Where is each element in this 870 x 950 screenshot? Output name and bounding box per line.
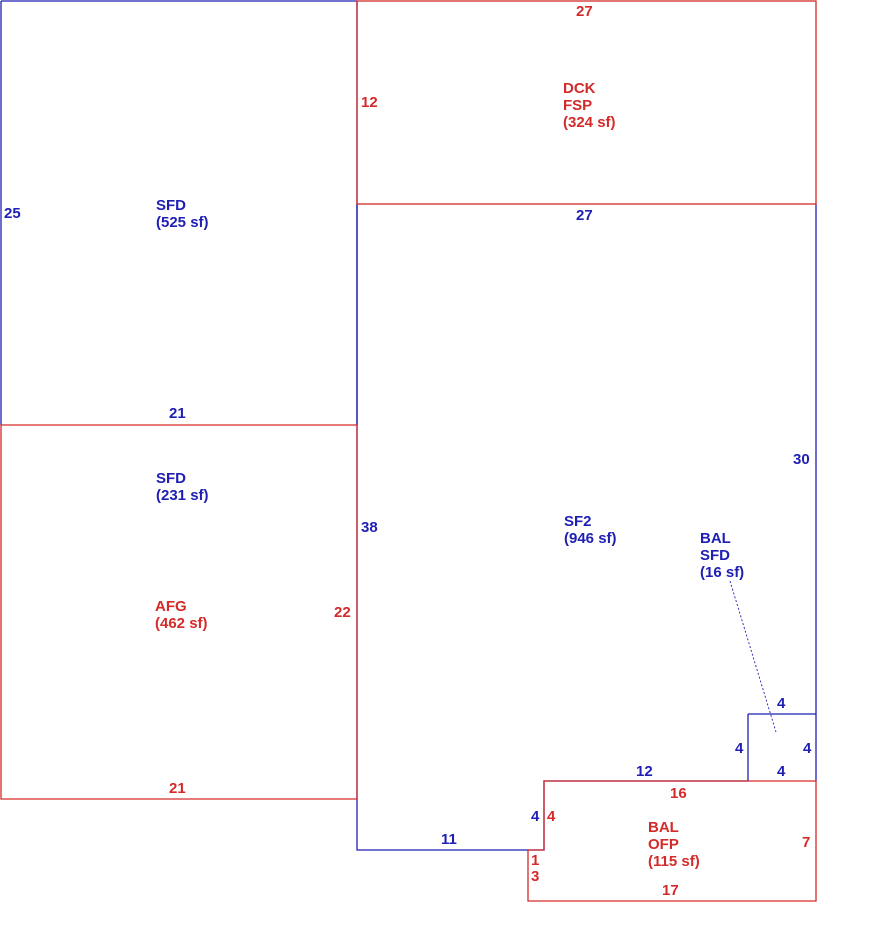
afg-outline [0,424,358,800]
dim-afg-bottom: 21 [169,780,186,797]
sf2-code: SF2 [564,513,592,530]
bal-ofp-code-1: BAL [648,819,679,836]
dim-ofp-notch-top: 1 [531,852,539,869]
dim-sf2-top: 27 [576,207,593,224]
dck-fsp-area: (324 sf) [563,114,616,131]
sfd-lower-code: SFD [156,470,186,487]
bal-ofp-area: (115 sf) [648,853,700,870]
sfd-upper-code: SFD [156,197,186,214]
dim-ofp-step: 4 [547,808,556,825]
afg-code: AFG [155,598,187,615]
bal-sfd-outline [747,714,817,781]
dck-fsp-code-2: FSP [563,97,592,114]
bal-sfd-code-2: SFD [700,547,730,564]
dim-ofp-top: 16 [670,785,687,802]
bal-ofp-outline [527,780,817,902]
dim-bal-top: 4 [777,695,786,712]
dim-sfd-bottom: 21 [169,405,186,422]
dim-ofp-notch-bottom: 3 [531,868,539,885]
dck-fsp-code-1: DCK [563,80,596,97]
dim-bal-bottom: 4 [777,763,786,780]
dim-sf2-left: 38 [361,519,378,536]
bal-sfd-area: (16 sf) [700,564,744,581]
sfd-lower-area: (231 sf) [156,487,209,504]
dim-dck-top: 27 [576,3,593,20]
sf2-area: (946 sf) [564,530,617,547]
afg-area: (462 sf) [155,615,208,632]
dim-ofp-bottom: 17 [662,882,679,899]
dim-sf2-right: 30 [793,451,810,468]
dim-sf2-bottom: 11 [441,831,457,848]
bal-sfd-leader-line [729,580,777,733]
dim-sf2-bottom-right: 12 [636,763,653,780]
dim-bal-left: 4 [735,740,744,757]
bal-sfd-code-1: BAL [700,530,731,547]
sfd-upper-area: (525 sf) [156,214,209,231]
dim-bal-right: 4 [803,740,812,757]
bal-ofp-code-2: OFP [648,836,679,853]
dim-ofp-right: 7 [802,834,810,851]
dim-afg-right: 22 [334,604,351,621]
dck-fsp-outline [356,0,817,205]
dim-dck-left: 12 [361,94,378,111]
dim-sfd-left: 25 [4,205,21,222]
dim-sf2-step: 4 [531,808,540,825]
